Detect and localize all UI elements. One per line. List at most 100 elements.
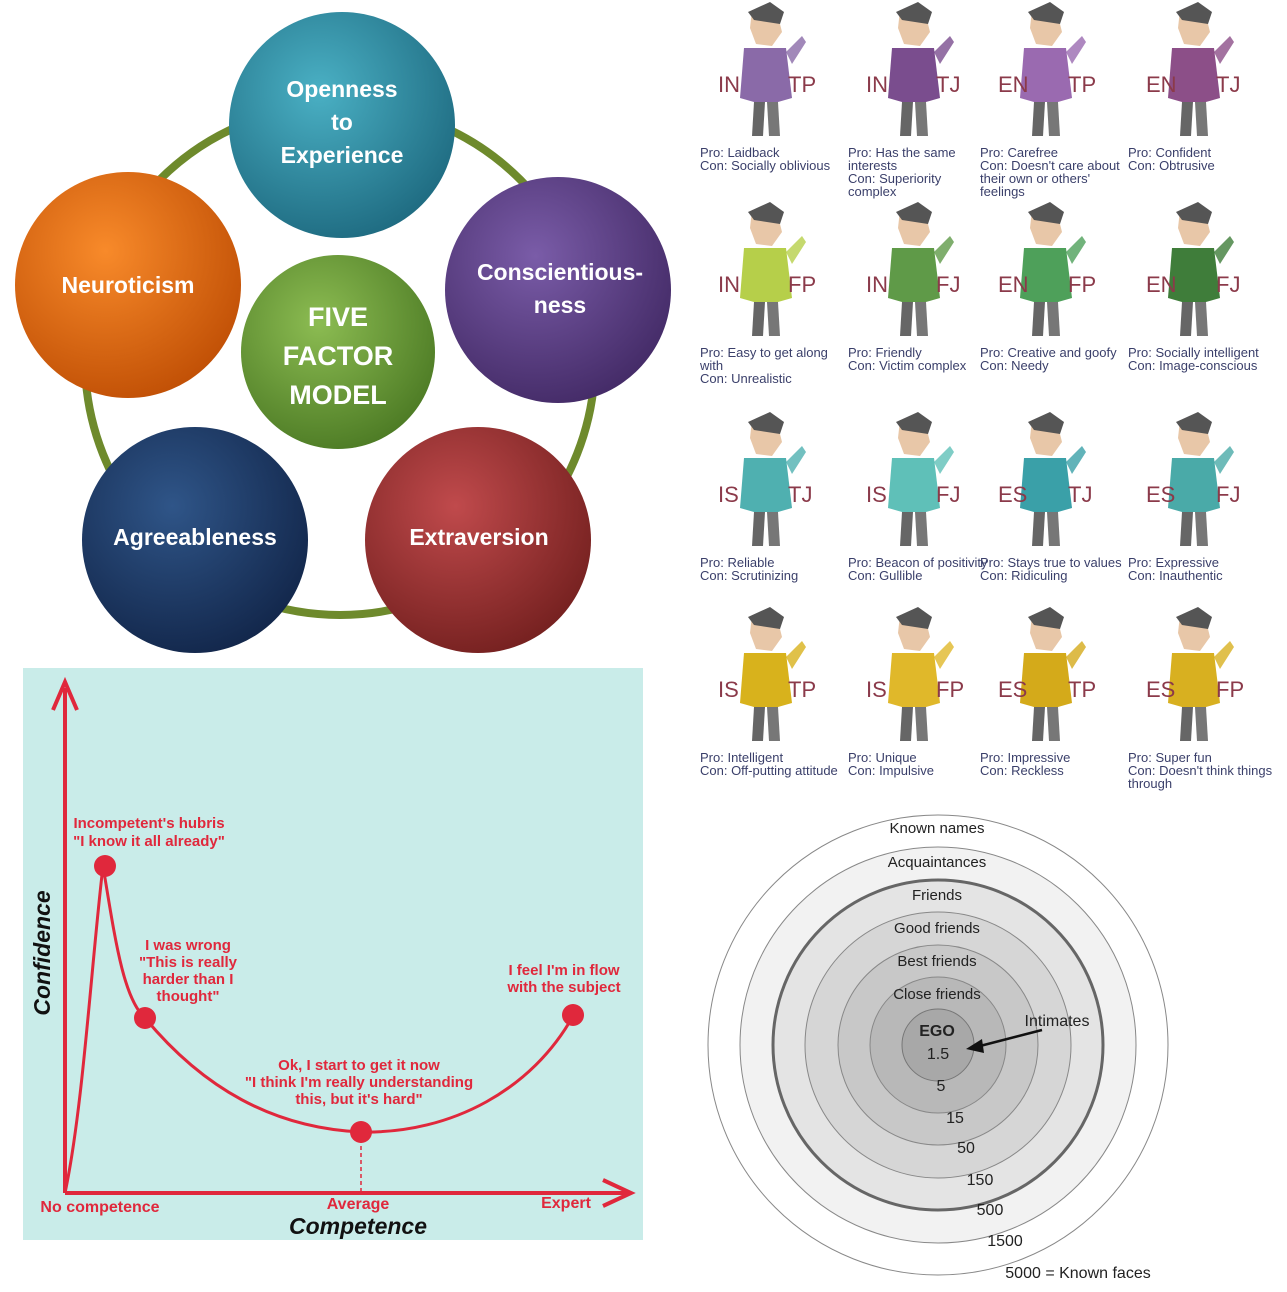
character-figure [1020, 412, 1086, 546]
figure-leg-left [1032, 102, 1045, 136]
figure-leg-left [1032, 707, 1045, 741]
type-pro: Pro: Unique [848, 750, 917, 765]
character-figure [740, 2, 806, 136]
valley-start-point [134, 1007, 156, 1029]
valley-label-2: "This is really [139, 954, 238, 971]
figure-leg-right [1195, 302, 1208, 336]
type-con: Con: Ridiculing [980, 568, 1068, 583]
type-suffix: TP [788, 72, 817, 97]
figure-arm [1066, 36, 1086, 64]
figure-body [888, 48, 940, 102]
figure-body [1020, 248, 1072, 302]
character-figure [1020, 607, 1086, 741]
type-con: Con: Reckless [980, 763, 1064, 778]
figure-hair [748, 202, 784, 224]
y-axis-arrow [51, 676, 79, 711]
type-pro: Pro: Beacon of positivity [848, 555, 988, 570]
figure-arm [1214, 236, 1234, 264]
no-competence-label: No competence [40, 1199, 159, 1216]
type-pro: Pro: Super fun [1128, 750, 1212, 765]
expert-point [562, 1004, 584, 1026]
type-suffix: FP [1068, 272, 1097, 297]
type-con: Con: Needy [980, 358, 1049, 373]
figure-body [1168, 248, 1220, 302]
figure-body [888, 248, 940, 302]
type-suffix: FJ [1216, 272, 1241, 297]
figure-hair [896, 202, 932, 224]
figure-leg-right [915, 512, 928, 546]
conscientiousness-label-1: Conscientious- [477, 259, 643, 285]
x-axis-arrow [602, 1178, 636, 1208]
character-figure [888, 412, 954, 546]
intimates-arrow [979, 1028, 1043, 1048]
layer-friends: Friends [912, 887, 962, 904]
type-suffix: TP [788, 677, 817, 702]
figure-hair [896, 412, 932, 434]
figure-arm [934, 446, 954, 474]
figure-body [740, 458, 792, 512]
x-axis-title: Competence [289, 1213, 427, 1239]
figure-leg-right [915, 102, 928, 136]
expert-point-label-1: I feel I'm in flow [508, 962, 619, 979]
type-con: Con: Inauthentic [1128, 568, 1223, 583]
peak-label-1: Incompetent's hubris [73, 815, 224, 832]
figure-leg-left [752, 102, 765, 136]
type-con: Con: Socially oblivious [700, 158, 831, 173]
type-prefix: ES [998, 482, 1028, 507]
peak-point [94, 855, 116, 877]
figure-body [740, 248, 792, 302]
openness-label-3: Experience [281, 142, 404, 168]
neuroticism-label: Neuroticism [62, 272, 195, 298]
type-con: Con: Victim complex [848, 358, 967, 373]
type-prefix: IN [718, 72, 740, 97]
type-pro: Pro: Laidback [700, 145, 780, 160]
type-con: Con: Scrutinizing [700, 568, 799, 583]
type-suffix: TJ [1068, 482, 1093, 507]
type-con: Con: Superiority complex [848, 171, 942, 199]
openness-label-2: to [331, 109, 353, 135]
agreeableness-label: Agreeableness [113, 524, 277, 550]
figure-arm [1214, 641, 1234, 669]
dunbar-number-diagram: Known names Acquaintances Friends Good f… [690, 800, 1280, 1287]
type-prefix: ES [998, 677, 1028, 702]
type-con: Con: Obtrusive [1128, 158, 1215, 173]
character-figure [1168, 202, 1234, 336]
bottom-label-2: "I think I'm really understanding [245, 1074, 473, 1091]
type-suffix: TJ [936, 72, 961, 97]
type-prefix: IS [718, 677, 739, 702]
figure-arm [934, 236, 954, 264]
type-pro: Pro: Creative and goofy [980, 345, 1117, 360]
type-prefix: EN [1146, 272, 1177, 297]
valley-label-4: thought" [157, 988, 220, 1005]
type-con: Con: Doesn't think things through [1128, 763, 1273, 791]
type-prefix: IS [718, 482, 739, 507]
figure-leg-right [1195, 102, 1208, 136]
expert-label: Expert [541, 1195, 591, 1212]
figure-arm [1214, 446, 1234, 474]
figure-body [740, 653, 792, 707]
type-pro: Pro: Has the same interests [848, 145, 956, 173]
type-prefix: EN [998, 272, 1029, 297]
figure-leg-right [1047, 707, 1060, 741]
type-prefix: EN [998, 72, 1029, 97]
type-prefix: IN [866, 272, 888, 297]
layer-close-friends: Close friends [893, 986, 981, 1003]
character-figure [1020, 202, 1086, 336]
extraversion-label: Extraversion [409, 524, 548, 550]
type-con: Con: Image-conscious [1128, 358, 1258, 373]
figure-arm [1066, 446, 1086, 474]
character-figure [1168, 2, 1234, 136]
figure-leg-left [900, 512, 913, 546]
